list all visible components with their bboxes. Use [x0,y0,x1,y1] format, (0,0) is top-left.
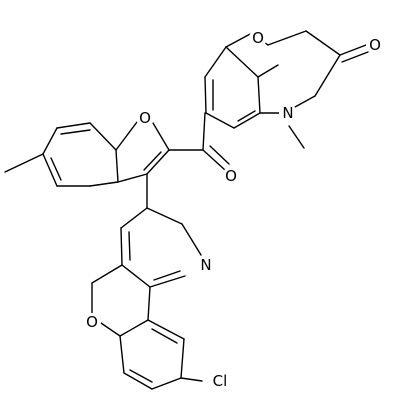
bond [202,112,206,151]
bond [147,286,151,321]
bond [115,121,138,151]
atom-labels: O O N O O N O Cl [83,29,384,390]
bond [305,30,341,56]
bond [153,270,181,281]
bond [123,372,153,390]
atom-label-nitrogen-lactam: N [282,104,293,122]
atom-label-oxygen-furan: O [139,109,151,127]
bond [56,122,91,129]
bond [205,112,235,129]
bond [152,122,170,151]
bond [151,377,182,390]
bond [180,377,203,382]
bond [339,44,367,56]
atom-label-nitrogen-pyridine: N [200,256,211,274]
atom-label-oxygen-carbonyl: O [369,36,381,54]
bond [314,54,341,97]
bond [257,64,279,78]
bond [225,46,259,78]
bond [121,264,151,288]
bond [204,76,207,114]
atom-label-oxygen-ketone: O [225,167,237,185]
bond [4,153,44,173]
bond [267,30,307,46]
bond [128,231,131,261]
bond [294,95,316,108]
chromenopyridine-ring [91,207,203,390]
bond [119,335,125,374]
bond [180,338,185,379]
atom-label-chlorine: Cl [213,372,228,390]
bond [146,207,183,225]
bond [91,264,123,284]
benzofuran-ring [4,121,170,209]
benzoxazinone-ring [204,30,369,149]
bond [209,145,230,165]
bond [151,328,178,344]
bond [42,153,58,187]
bond [50,157,62,181]
bond [288,125,305,149]
bond [129,369,153,383]
bond [89,181,119,187]
bond [120,207,148,229]
bond [237,110,256,122]
bond [115,149,119,183]
bond [42,127,58,155]
bond [181,223,202,256]
bond [117,173,148,183]
atom-label-oxygen-chromene: O [86,313,98,331]
bond [204,46,227,78]
bond [146,149,170,175]
bond [341,51,369,63]
bond [120,227,123,266]
bond [143,151,162,171]
bond [257,76,261,114]
bond [60,129,91,135]
bond [97,320,121,337]
bond [202,149,226,171]
bond [149,275,186,288]
bond [119,319,149,337]
bond [225,32,253,48]
ketone-linker [168,112,230,171]
bond [147,319,185,340]
atom-label-oxygen-ring: O [252,29,264,47]
bond [233,112,261,129]
bond [89,122,117,151]
